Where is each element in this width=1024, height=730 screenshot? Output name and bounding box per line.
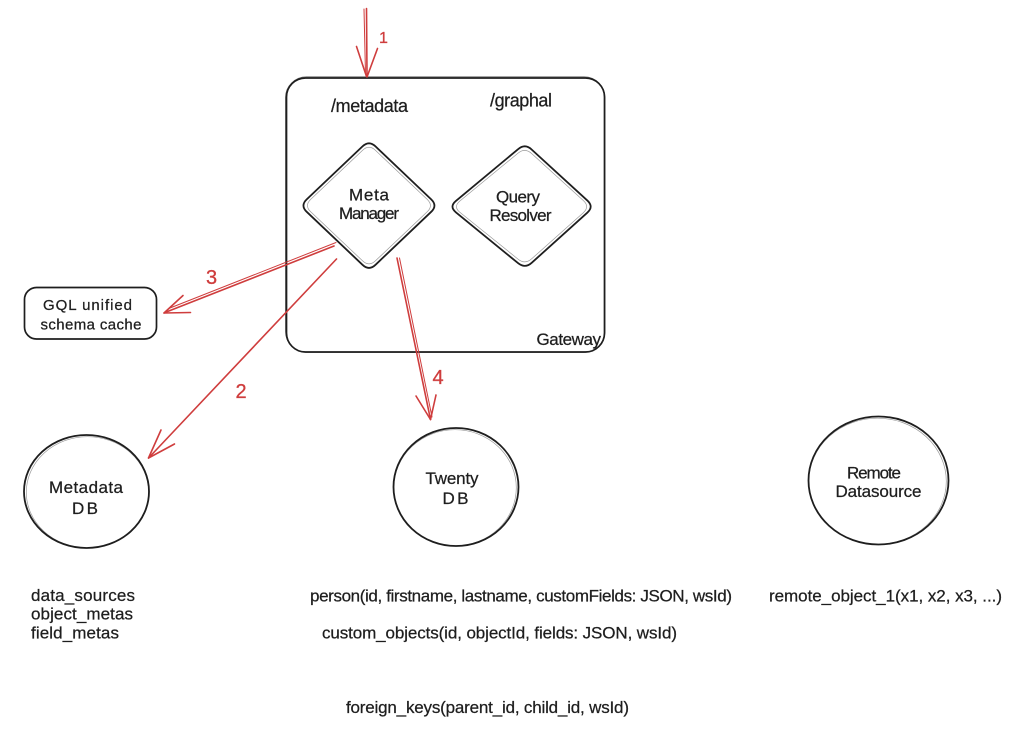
svg-text:Resolver: Resolver — [490, 206, 552, 225]
svg-text:Manager: Manager — [339, 204, 399, 223]
svg-text:data_sources: data_sources — [31, 586, 135, 605]
svg-text:2: 2 — [236, 381, 247, 403]
svg-text:DB: DB — [443, 489, 469, 508]
svg-text:Twenty: Twenty — [426, 469, 480, 488]
svg-text:/metadata: /metadata — [331, 96, 409, 116]
svg-text:remote_object_1(x1, x2, x3, ..: remote_object_1(x1, x2, x3, ...) — [769, 587, 1002, 606]
svg-text:field_metas: field_metas — [31, 624, 119, 643]
svg-text:Query: Query — [496, 188, 541, 207]
svg-text:/graphal: /graphal — [490, 91, 552, 111]
svg-text:foreign_keys(parent_id, child_: foreign_keys(parent_id, child_id, wsId) — [346, 698, 629, 717]
svg-text:DB: DB — [72, 499, 98, 518]
svg-text:4: 4 — [433, 367, 444, 389]
svg-text:3: 3 — [206, 267, 217, 289]
svg-text:Remote: Remote — [847, 464, 901, 483]
svg-text:1: 1 — [379, 30, 388, 47]
svg-text:person(id, firstname, lastname: person(id, firstname, lastname, customFi… — [310, 587, 732, 606]
svg-text:GQL unified: GQL unified — [43, 297, 132, 314]
svg-text:schema cache: schema cache — [41, 317, 142, 334]
svg-text:Meta: Meta — [349, 186, 390, 205]
svg-text:Datasource: Datasource — [836, 482, 922, 501]
svg-text:Metadata: Metadata — [49, 478, 124, 497]
svg-text:object_metas: object_metas — [31, 605, 133, 624]
svg-text:Gateway: Gateway — [537, 330, 602, 349]
svg-text:custom_objects(id, objectId, f: custom_objects(id, objectId, fields: JSO… — [322, 624, 677, 643]
